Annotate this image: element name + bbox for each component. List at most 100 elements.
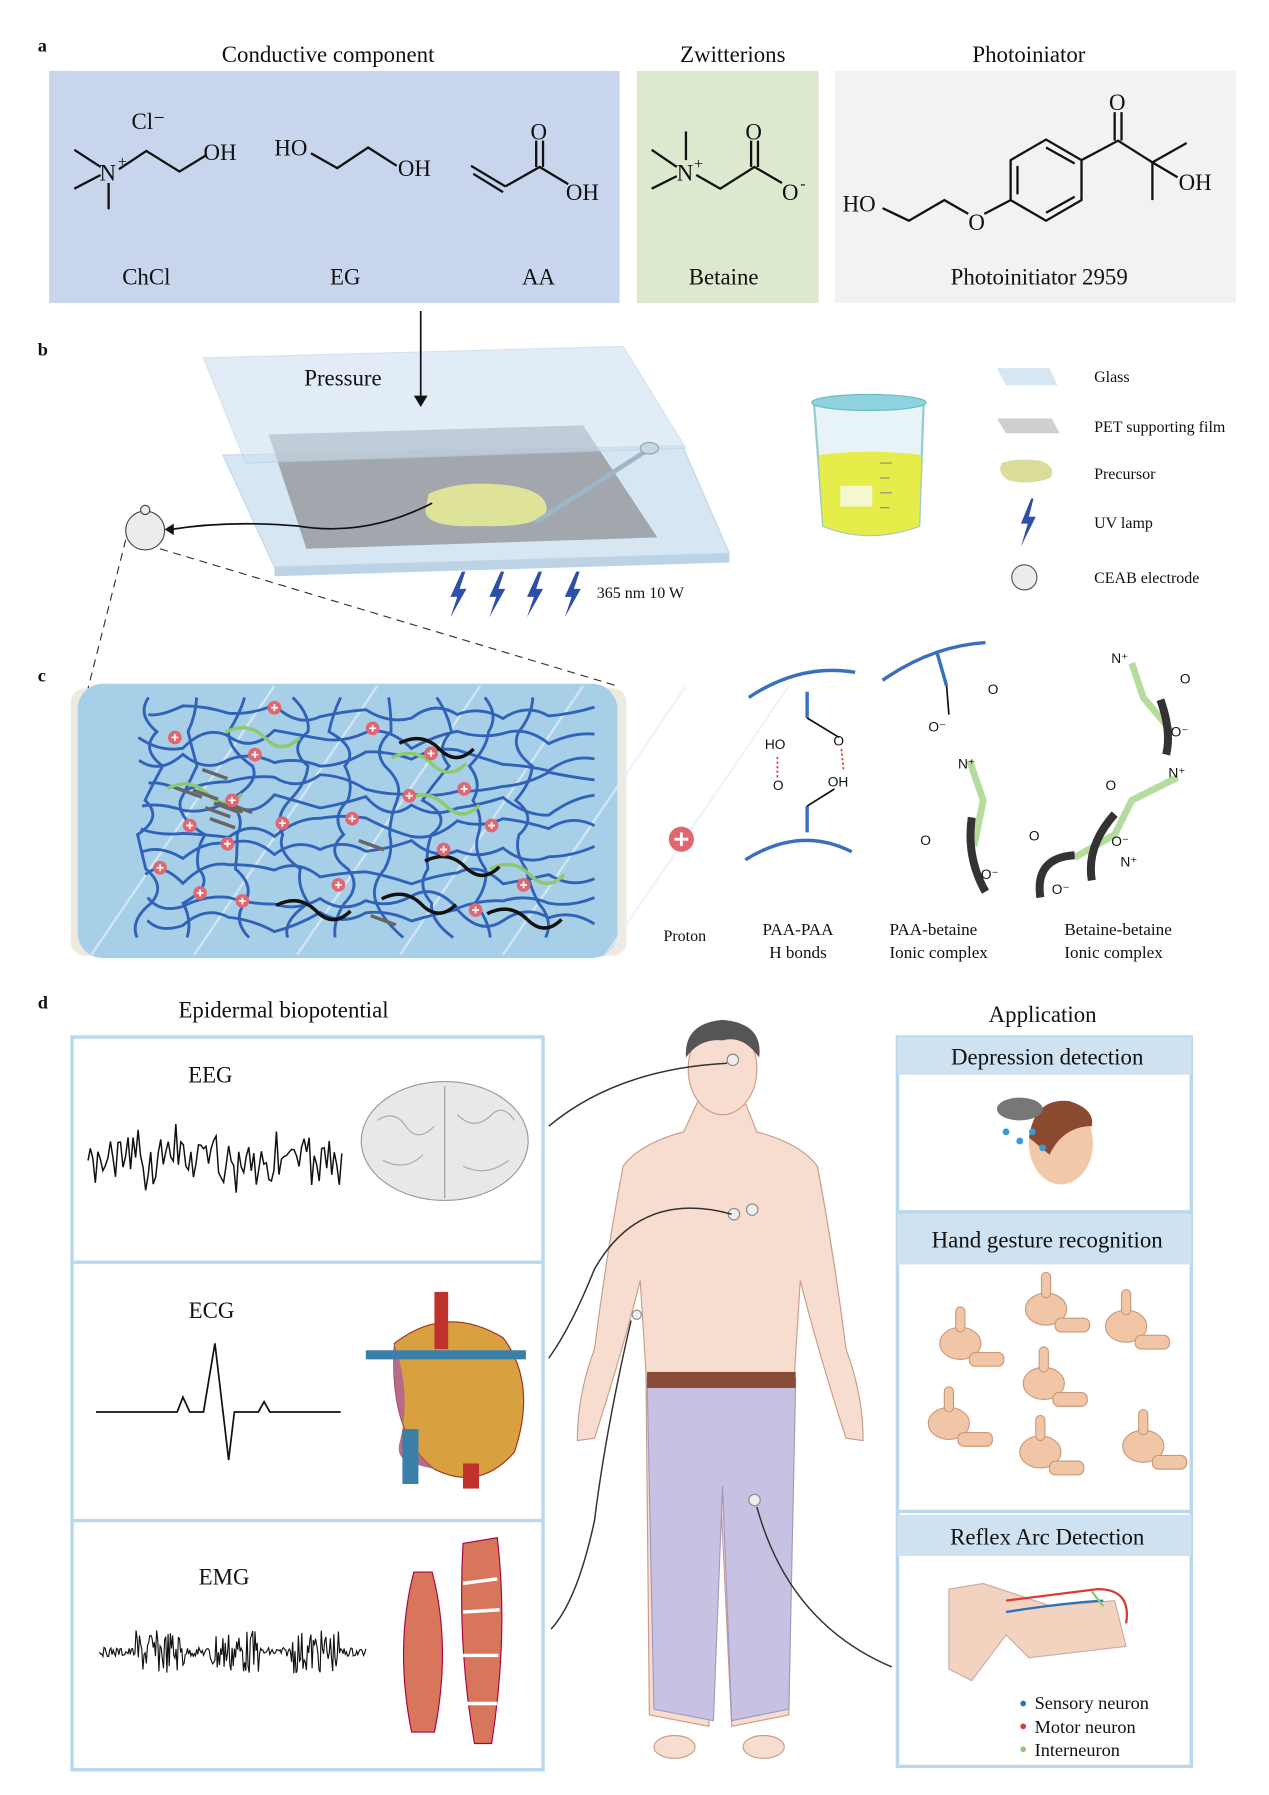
structure-atom-label: O⁻ [1111, 834, 1129, 849]
structure-atom-label: O [1106, 778, 1117, 793]
gesture-header [897, 1211, 1192, 1265]
proton-marker [484, 818, 499, 833]
electrode-wire [171, 502, 433, 531]
ionic-complex-label: Ionic complex [889, 943, 988, 962]
heart-icon [365, 1291, 526, 1489]
photoinitiator-structure: HO O O OH [843, 90, 1212, 235]
depression-header [897, 1036, 1192, 1075]
polymer-chain [327, 696, 356, 938]
proton-marker [168, 730, 182, 745]
atom-label: O [968, 210, 985, 235]
betaine-chain [486, 907, 563, 930]
zoom-line-right [159, 548, 618, 687]
atom-label: OH [566, 180, 599, 205]
pipette [533, 443, 656, 525]
proton-marker [436, 842, 451, 857]
sensory-neuron-dot [1020, 1700, 1027, 1707]
precursor-blob [425, 483, 547, 527]
proton-marker [516, 878, 531, 892]
betaine-chain [390, 751, 468, 774]
application-reflex-arc-detection[interactable]: Reflex Arc Detection [950, 1525, 1145, 1550]
hand-icon [1122, 1409, 1188, 1470]
atom-label: OH [1179, 170, 1212, 195]
human-body [548, 1019, 893, 1759]
structure-atom-label: O [920, 833, 931, 848]
photoinitiator-box [834, 70, 1236, 304]
interneuron-label: Interneuron [1035, 1740, 1120, 1760]
epidermal-biopotential-title: Epidermal biopotential [178, 998, 388, 1023]
structure-atom-label: O [1029, 828, 1040, 843]
pressure-label: Pressure [304, 365, 381, 390]
crosslink [175, 786, 203, 799]
betaine-chain [275, 899, 352, 922]
compound-betaine: Betaine [689, 265, 759, 290]
paa-paa-label: PAA-PAA [762, 920, 834, 939]
betaine-chain [380, 892, 458, 915]
application-depression-detection[interactable]: Depression detection [951, 1044, 1144, 1069]
pressure-arrowhead [413, 395, 428, 408]
polymer-chain [513, 697, 550, 939]
aa-structure: O OH [470, 120, 599, 205]
atom-label: OH [203, 140, 236, 165]
signal-panel: EEG ECG EMG [70, 1035, 545, 1772]
panel-letter-b: b [38, 340, 48, 360]
structure-atom-label: O [988, 682, 999, 697]
crosslink [201, 767, 229, 781]
motor-neuron-dot [1020, 1723, 1027, 1730]
compound-chcl: ChCl [122, 265, 170, 290]
top-glass-plate [202, 345, 687, 464]
application-panel: Depression detection Hand gesture recogn… [895, 1035, 1193, 1769]
legend-b: Glass PET supporting film Precursor UV l… [996, 368, 1226, 591]
proton-marker [457, 782, 472, 796]
reflex-header [897, 1514, 1192, 1557]
compound-aa: AA [522, 265, 556, 290]
betaine-chain [224, 726, 301, 749]
compound-eg: EG [330, 265, 360, 290]
structure-atom-label: O⁻ [928, 720, 946, 735]
structure-atom-label: OH [828, 775, 849, 790]
proton-marker [331, 878, 346, 892]
structure-atom-label: N⁺ [958, 756, 975, 771]
pet-swatch [996, 418, 1060, 434]
interneuron-dot [1020, 1746, 1027, 1753]
betaine-chain [398, 736, 475, 760]
proton-marker [424, 746, 438, 761]
paa-betaine-label: PAA-betaine [889, 920, 977, 939]
legend-uv-lamp: UV lamp [1094, 515, 1153, 532]
polymer-chain [420, 696, 454, 939]
ecg-waveform [96, 1343, 341, 1461]
eeg-waveform [87, 1124, 343, 1193]
application-title: Application [989, 1002, 1097, 1027]
compound-photoinitiator-2959: Photoinitiator 2959 [951, 265, 1128, 290]
uv-bolt-icon [450, 571, 467, 618]
zoom-line-left [85, 539, 127, 698]
structure-atom-label: O⁻ [1171, 724, 1189, 739]
reflex-leg-icon [948, 1582, 1129, 1682]
proton-marker [235, 894, 250, 908]
title-conductive: Conductive component [222, 42, 435, 67]
ionic-complex-label-2: Ionic complex [1064, 943, 1163, 962]
structure-atom-label: N⁺ [1120, 855, 1137, 870]
structure-atom-label: O [833, 733, 844, 748]
atom-label: O [745, 120, 762, 145]
polymer-chain [141, 793, 595, 817]
hand-icon [1024, 1271, 1091, 1333]
crosslink [358, 838, 385, 852]
application-hand-gesture-recognition[interactable]: Hand gesture recognition [932, 1227, 1164, 1252]
legend-pet: PET supporting film [1094, 419, 1226, 436]
sensory-neuron-label: Sensory neuron [1035, 1693, 1149, 1713]
proton-marker [182, 818, 197, 833]
atom-label: Cl⁻ [131, 109, 165, 134]
uv-bolt-icon [564, 571, 581, 618]
glass-swatch [996, 368, 1058, 386]
proton-icon [668, 826, 694, 852]
betaine-structure: N + O O - [651, 120, 806, 205]
ecg-label: ECG [189, 1298, 235, 1323]
precursor-swatch [1000, 459, 1053, 483]
eeg-label: EEG [188, 1063, 232, 1088]
uv-spec-label: 365 nm 10 W [597, 585, 685, 602]
muscle-icon [402, 1537, 503, 1745]
polymer-chain [140, 814, 596, 839]
